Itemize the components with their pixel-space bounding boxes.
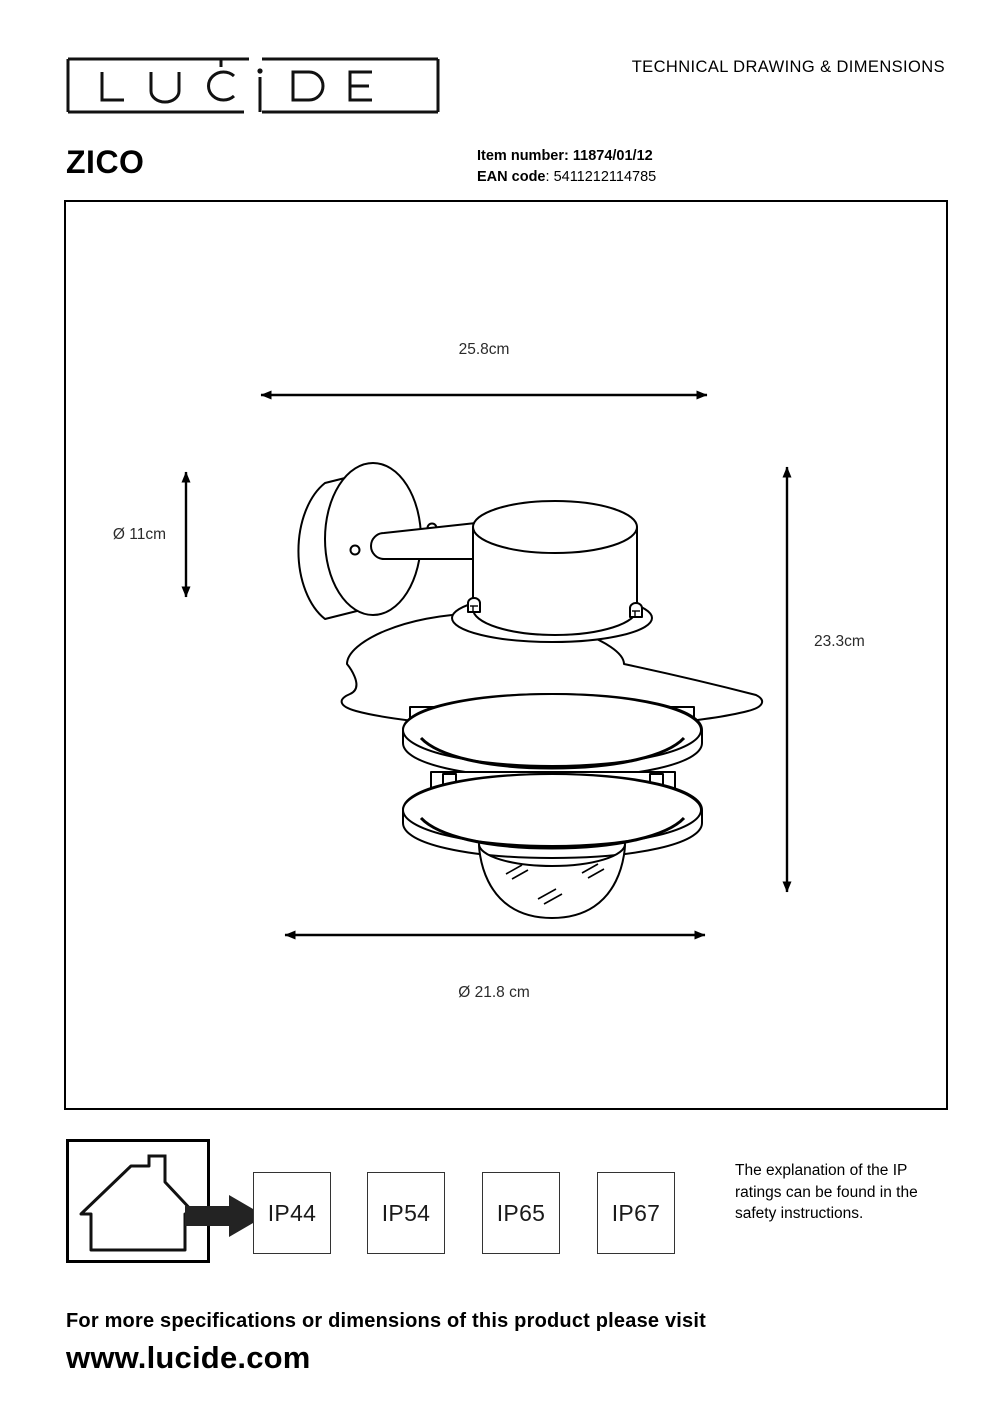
housing-screws xyxy=(467,597,643,618)
lower-shade-tier xyxy=(402,771,703,859)
ip-rating-label: IP67 xyxy=(611,1199,661,1226)
item-number-row: Item number: 11874/01/12 xyxy=(477,146,656,167)
dimension-width-top-label: 25.8cm xyxy=(459,341,510,358)
ip-rating-row: IP44 IP54 IP65 IP67 The explanation of t… xyxy=(0,1138,1000,1268)
ip-explanation-text: The explanation of the IP ratings can be… xyxy=(735,1162,918,1222)
lucide-logo-mark xyxy=(66,57,440,114)
dimension-bottom-diameter-label: Ø 21.8 cm xyxy=(458,984,530,1001)
dimension-height-right: 23.3cm xyxy=(782,466,865,893)
dimension-height-right-label: 23.3cm xyxy=(814,633,865,650)
lucide-logo xyxy=(66,57,440,114)
ip-rating-label: IP65 xyxy=(496,1199,546,1226)
item-number-label: Item number: xyxy=(477,148,569,164)
item-number-value: 11874/01/12 xyxy=(572,148,653,164)
lamp-illustration xyxy=(297,462,764,919)
ip-rating-box-ip67[interactable]: IP67 xyxy=(597,1172,675,1254)
dimension-mount-diameter-label: Ø 11cm xyxy=(113,526,166,543)
page-header: TECHNICAL DRAWING & DIMENSIONS ZICO Item… xyxy=(0,0,1000,200)
dome-glass-hatch-marks xyxy=(505,863,605,905)
footer-call-to-action: For more specifications or dimensions of… xyxy=(66,1310,706,1332)
ip-rating-box-ip54[interactable]: IP54 xyxy=(367,1172,445,1254)
dimension-mount-diameter: Ø 11cm xyxy=(113,471,191,598)
header-subtitle: TECHNICAL DRAWING & DIMENSIONS xyxy=(631,58,945,76)
ean-code-value: 5411212114785 xyxy=(553,169,657,185)
top-cylinder-housing xyxy=(467,500,643,636)
technical-drawing: 25.8cm Ø 11cm 23.3cm Ø 21.8 cm xyxy=(113,341,865,1001)
dimension-bottom-diameter: Ø 21.8 cm xyxy=(284,930,706,1001)
footer-website-url[interactable]: www.lucide.com xyxy=(66,1340,311,1375)
ip-rating-box-ip65[interactable]: IP65 xyxy=(482,1172,560,1254)
house-outdoor-icon xyxy=(79,1154,197,1252)
page-title: ZICO xyxy=(66,144,145,180)
ean-code-label: EAN code xyxy=(477,169,546,185)
ip-rating-box-ip44[interactable]: IP44 xyxy=(253,1172,331,1254)
page-footer: For more specifications or dimensions of… xyxy=(0,1300,1000,1414)
ean-code-separator: : xyxy=(545,169,550,185)
middle-shade-tier xyxy=(402,693,703,779)
house-icon-container xyxy=(66,1139,210,1263)
technical-drawing-frame: 25.8cm Ø 11cm 23.3cm Ø 21.8 cm xyxy=(64,200,948,1110)
ip-rating-label: IP44 xyxy=(267,1199,317,1226)
dimension-width-top: 25.8cm xyxy=(260,341,708,400)
bottom-glass-dome xyxy=(478,843,626,919)
item-metadata: Item number: 11874/01/12 EAN code: 54112… xyxy=(477,146,656,188)
ip-rating-label: IP54 xyxy=(381,1199,431,1226)
support-arm xyxy=(370,522,477,560)
right-arrow-icon xyxy=(185,1195,265,1237)
ean-code-row: EAN code: 5411212114785 xyxy=(477,167,656,188)
